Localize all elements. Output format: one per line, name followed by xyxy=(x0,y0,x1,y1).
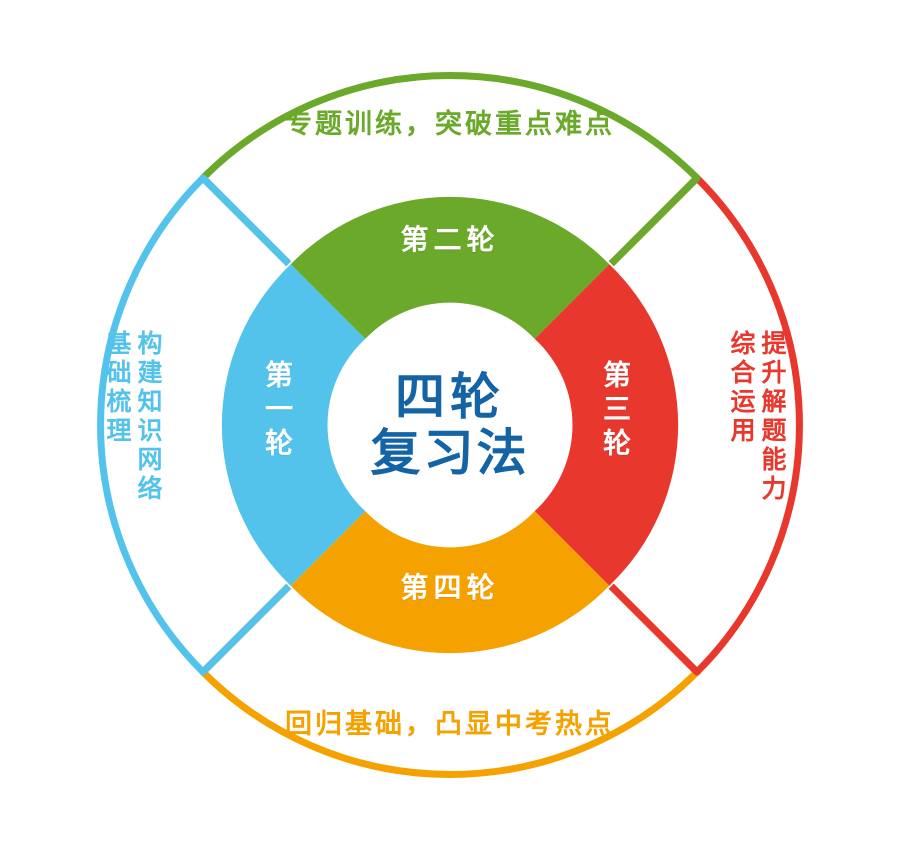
caption-round-2: 专题训练，突破重点难点 xyxy=(285,109,615,139)
outer-petal-round-3 xyxy=(446,174,803,676)
ring-label-round-3: 第三轮 xyxy=(600,360,631,462)
caption-round-3-main: 提升解题能力 xyxy=(758,330,786,504)
outer-petal-group xyxy=(97,72,803,778)
caption-round-4: 回归基础，凸显中考热点 xyxy=(285,709,615,739)
ring-label-round-4: 第四轮 xyxy=(400,572,500,603)
inner-ring-group xyxy=(221,196,679,654)
ring-label-round-1: 第一轮 xyxy=(262,360,293,462)
center-title-line-1: 四轮 xyxy=(395,368,505,425)
ring-segment-round-4[interactable] xyxy=(290,511,610,654)
center-disc xyxy=(333,308,567,542)
center-title: 四轮 复习法 xyxy=(333,330,567,520)
caption-round-1-sub: 基础梳理 xyxy=(103,330,131,446)
center-title-line-2: 复习法 xyxy=(370,425,530,481)
ring-segment-round-2[interactable] xyxy=(290,196,610,339)
outer-petal-round-2 xyxy=(199,72,701,429)
caption-round-1-main: 构建知识网络 xyxy=(134,330,162,504)
ring-segment-round-3[interactable] xyxy=(534,264,679,586)
caption-round-1: 构建知识网络 基础梳理 xyxy=(103,330,162,504)
ring-segment-round-1[interactable] xyxy=(221,264,366,586)
outer-petal-round-1 xyxy=(97,174,454,676)
caption-round-3: 提升解题能力 综合运用 xyxy=(727,330,786,504)
caption-round-3-sub: 综合运用 xyxy=(727,330,755,446)
outer-petal-round-4 xyxy=(199,421,701,778)
ring-label-round-2: 第二轮 xyxy=(400,224,500,255)
